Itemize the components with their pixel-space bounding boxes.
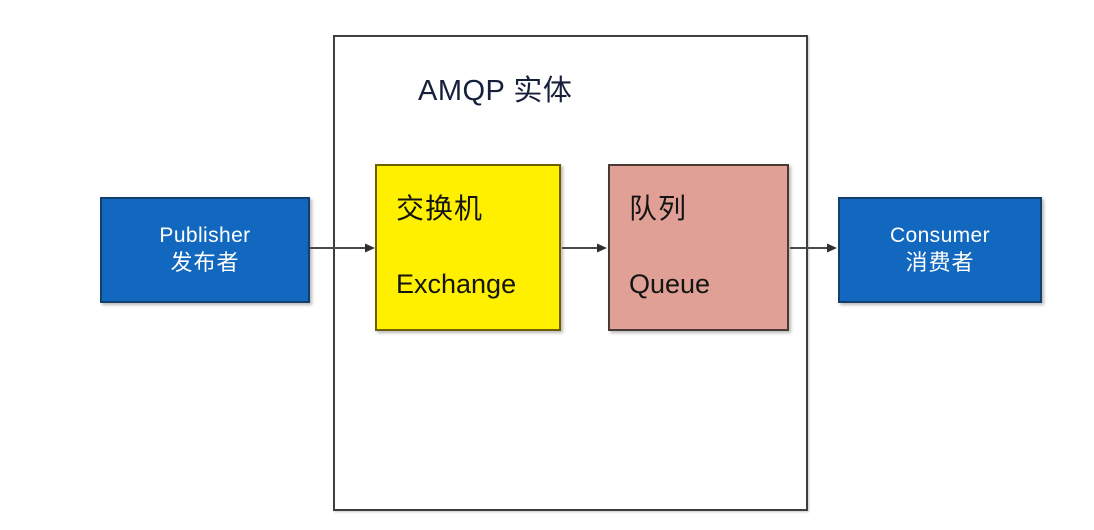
node-queue-label-en: Queue	[629, 269, 711, 299]
amqp-entity-container	[333, 35, 808, 511]
node-consumer-label-zh: 消费者	[905, 250, 975, 275]
node-exchange[interactable]: 交换机 Exchange	[375, 164, 561, 331]
node-queue[interactable]: 队列 Queue	[608, 164, 789, 331]
node-publisher-label-en: Publisher	[159, 224, 251, 247]
node-publisher[interactable]: Publisher 发布者	[100, 197, 310, 303]
node-consumer[interactable]: Consumer 消费者	[838, 197, 1042, 303]
node-exchange-label-zh: 交换机	[396, 193, 484, 224]
amqp-entity-title: AMQP 实体	[418, 75, 573, 107]
node-exchange-label-en: Exchange	[396, 269, 517, 299]
node-consumer-label-en: Consumer	[889, 224, 991, 247]
node-publisher-label-zh: 发布者	[170, 250, 240, 275]
node-queue-label-zh: 队列	[629, 193, 688, 224]
